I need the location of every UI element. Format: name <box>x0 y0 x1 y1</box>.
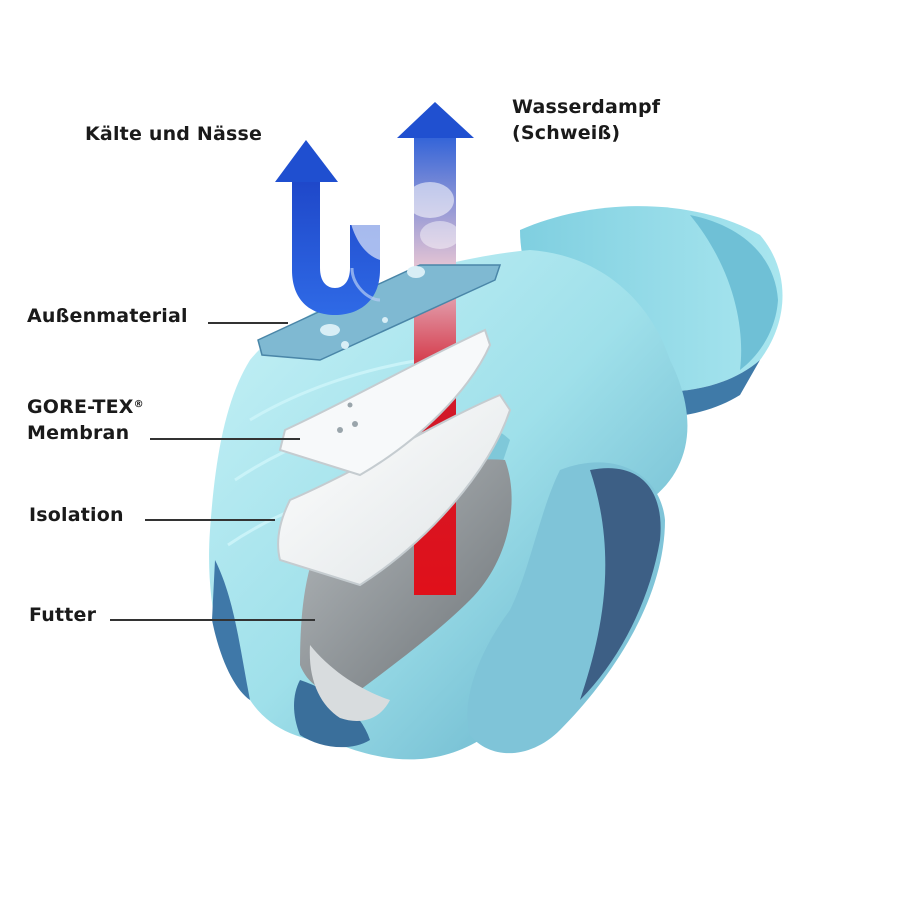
membrane-layer-graphic <box>278 328 492 477</box>
lining-leader <box>110 619 315 621</box>
registered-mark: ® <box>133 399 144 410</box>
membrane-leader <box>150 438 300 440</box>
outer-material-layer-graphic <box>257 264 502 361</box>
outer-material-label: Außenmaterial <box>27 305 188 327</box>
insulation-leader <box>145 519 275 521</box>
vapor-label-line1: Wasserdampf <box>512 96 661 118</box>
insulation-label: Isolation <box>29 504 124 526</box>
cold-arrow-icon <box>275 140 381 315</box>
outer-material-leader <box>208 322 288 324</box>
cold-wet-label: Kälte und Nässe <box>85 123 263 145</box>
vapor-label-line2: (Schweiß) <box>512 122 621 144</box>
membrane-brand: GORE-TEX <box>27 396 134 418</box>
lining-label: Futter <box>29 604 97 626</box>
membrane-label-line2: Membran <box>27 422 130 444</box>
membrane-label-line1: GORE-TEX® <box>27 395 144 419</box>
